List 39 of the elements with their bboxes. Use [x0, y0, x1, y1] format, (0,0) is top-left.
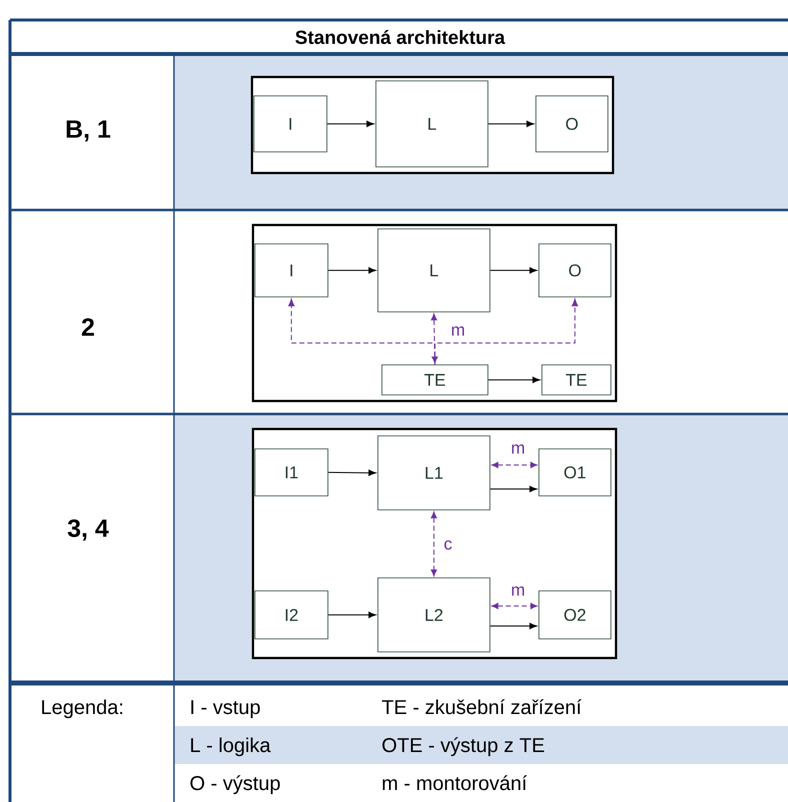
- block-box: TE: [382, 364, 488, 396]
- block-box: I1: [254, 448, 328, 496]
- row-label: 2: [82, 318, 94, 336]
- block-box: O2: [538, 590, 612, 640]
- arrow: [490, 486, 538, 492]
- row-label: 3, 4: [68, 519, 109, 541]
- legend-heading: Legenda:: [42, 700, 122, 718]
- block-box: I: [254, 244, 328, 298]
- block-box: L: [376, 80, 488, 168]
- arrow: [430, 512, 437, 576]
- legend-cell: L - logika: [191, 738, 271, 756]
- block-box: O: [538, 244, 612, 298]
- block-box: L2: [378, 578, 490, 652]
- arrow: [431, 314, 438, 364]
- arrow: [488, 376, 540, 384]
- table-title: Stanovená architektura: [295, 30, 506, 44]
- block-box: O: [536, 96, 608, 152]
- block-box: O1: [538, 448, 612, 496]
- arrow: [328, 470, 376, 476]
- legend-cell: TE - zkušební zařízení: [382, 699, 582, 714]
- legend-cell: I - vstup: [191, 700, 260, 718]
- arrow: [328, 612, 376, 618]
- arrow: [328, 267, 376, 274]
- legend-cell: O - výstup: [190, 775, 280, 794]
- arrow: [492, 462, 538, 468]
- block-box: L: [378, 228, 490, 312]
- block-box: I2: [254, 590, 328, 640]
- arrow: [326, 120, 374, 128]
- block-box: I: [254, 96, 328, 152]
- row-label: B, 1: [66, 120, 110, 142]
- legend-cell: OTE - výstup z TE: [382, 737, 544, 756]
- arrow: [490, 267, 538, 274]
- legend-cell: m - montorování: [382, 775, 528, 790]
- arrow: [488, 120, 534, 128]
- arrow: [434, 298, 578, 365]
- block-box: L1: [378, 436, 490, 510]
- arrow: [492, 602, 538, 610]
- block-box: TE: [542, 364, 612, 396]
- arrow: [490, 622, 538, 630]
